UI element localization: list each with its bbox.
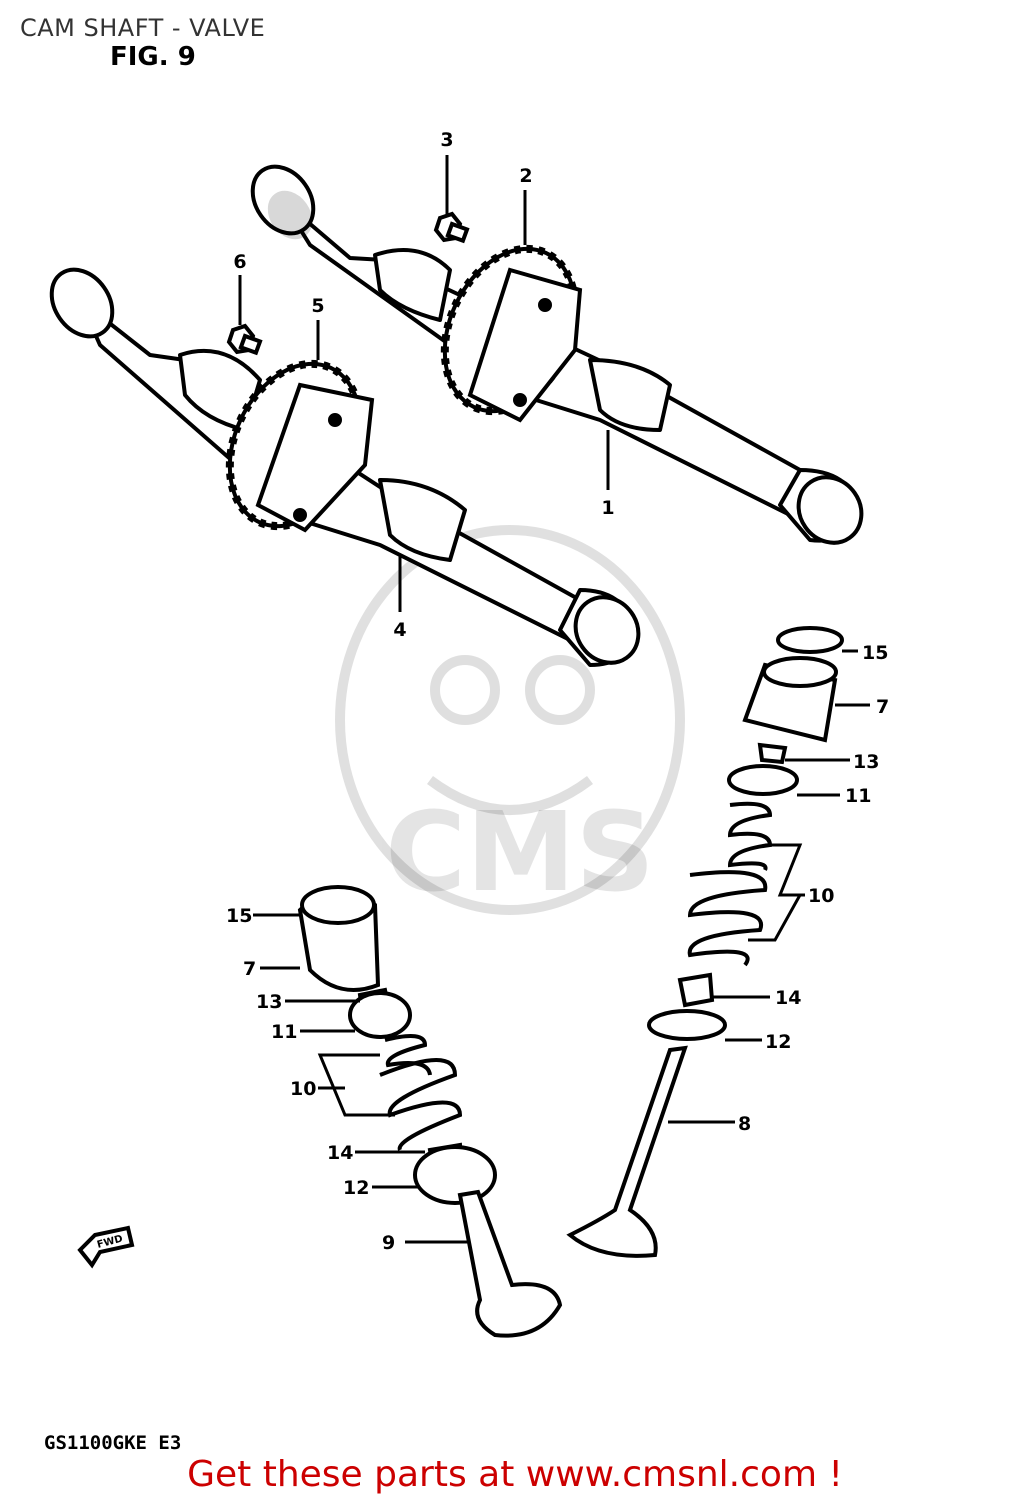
cotter-right[interactable] bbox=[757, 742, 788, 765]
leader-lines bbox=[238, 155, 870, 1244]
seal-right[interactable] bbox=[677, 972, 715, 1008]
sprocket-bolt-upper[interactable] bbox=[433, 211, 470, 244]
part-number-labels: 3 2 6 5 1 4 15 7 13 11 10 14 12 8 15 7 1… bbox=[226, 129, 889, 1254]
part-number-14-right: 14 bbox=[775, 987, 801, 1009]
watermark-text: CMS bbox=[385, 788, 654, 916]
part-number-5: 5 bbox=[311, 295, 324, 317]
part-number-3: 3 bbox=[440, 129, 453, 151]
tappet-right[interactable] bbox=[742, 656, 838, 743]
part-number-2: 2 bbox=[519, 165, 532, 187]
shim-right[interactable] bbox=[776, 626, 844, 654]
part-number-7-right: 7 bbox=[876, 696, 889, 718]
part-number-9: 9 bbox=[382, 1232, 395, 1254]
part-number-10-left: 10 bbox=[290, 1078, 316, 1100]
valve-left[interactable] bbox=[457, 1189, 563, 1338]
cam-sprocket-upper[interactable] bbox=[420, 228, 601, 433]
cam-sprocket-lower[interactable] bbox=[205, 343, 386, 548]
retainer-right[interactable] bbox=[727, 764, 799, 796]
spring-left[interactable] bbox=[379, 1034, 463, 1151]
part-number-15-right: 15 bbox=[862, 642, 888, 664]
valve-right[interactable] bbox=[566, 1045, 688, 1258]
part-number-1: 1 bbox=[601, 497, 614, 519]
spring-seat-right[interactable] bbox=[647, 1009, 727, 1041]
part-number-13-left: 13 bbox=[256, 991, 282, 1013]
part-number-15-left: 15 bbox=[226, 905, 252, 927]
part-number-8: 8 bbox=[738, 1113, 751, 1135]
model-code: GS1100GKE E3 bbox=[44, 1432, 182, 1454]
part-number-13-right: 13 bbox=[853, 751, 879, 773]
cmsnl-parts-link[interactable]: Get these parts at www.cmsnl.com ! bbox=[187, 1454, 843, 1495]
part-number-6: 6 bbox=[233, 251, 246, 273]
spring-right[interactable] bbox=[687, 801, 773, 967]
forward-direction-icon: FWD bbox=[77, 1225, 135, 1269]
valve-assembly-left bbox=[297, 885, 563, 1338]
sprocket-bolt-lower[interactable] bbox=[226, 323, 263, 356]
figure-label: FIG. 9 bbox=[110, 42, 196, 72]
cmsnl-watermark bbox=[335, 525, 685, 915]
part-number-11-right: 11 bbox=[845, 785, 871, 807]
spring-seat-left[interactable] bbox=[413, 1145, 497, 1205]
valve-assembly-right bbox=[566, 626, 844, 1258]
part-number-10-right: 10 bbox=[808, 885, 834, 907]
shim-tappet-left[interactable] bbox=[297, 885, 381, 992]
part-number-4: 4 bbox=[393, 619, 406, 641]
part-number-7-left: 7 bbox=[243, 958, 256, 980]
part-number-12-right: 12 bbox=[765, 1031, 791, 1053]
retainer-left[interactable] bbox=[348, 991, 412, 1039]
page-title: CAM SHAFT - VALVE bbox=[20, 14, 266, 42]
part-number-12-left: 12 bbox=[343, 1177, 369, 1199]
part-number-14-left: 14 bbox=[327, 1142, 353, 1164]
part-number-11-left: 11 bbox=[271, 1021, 297, 1043]
